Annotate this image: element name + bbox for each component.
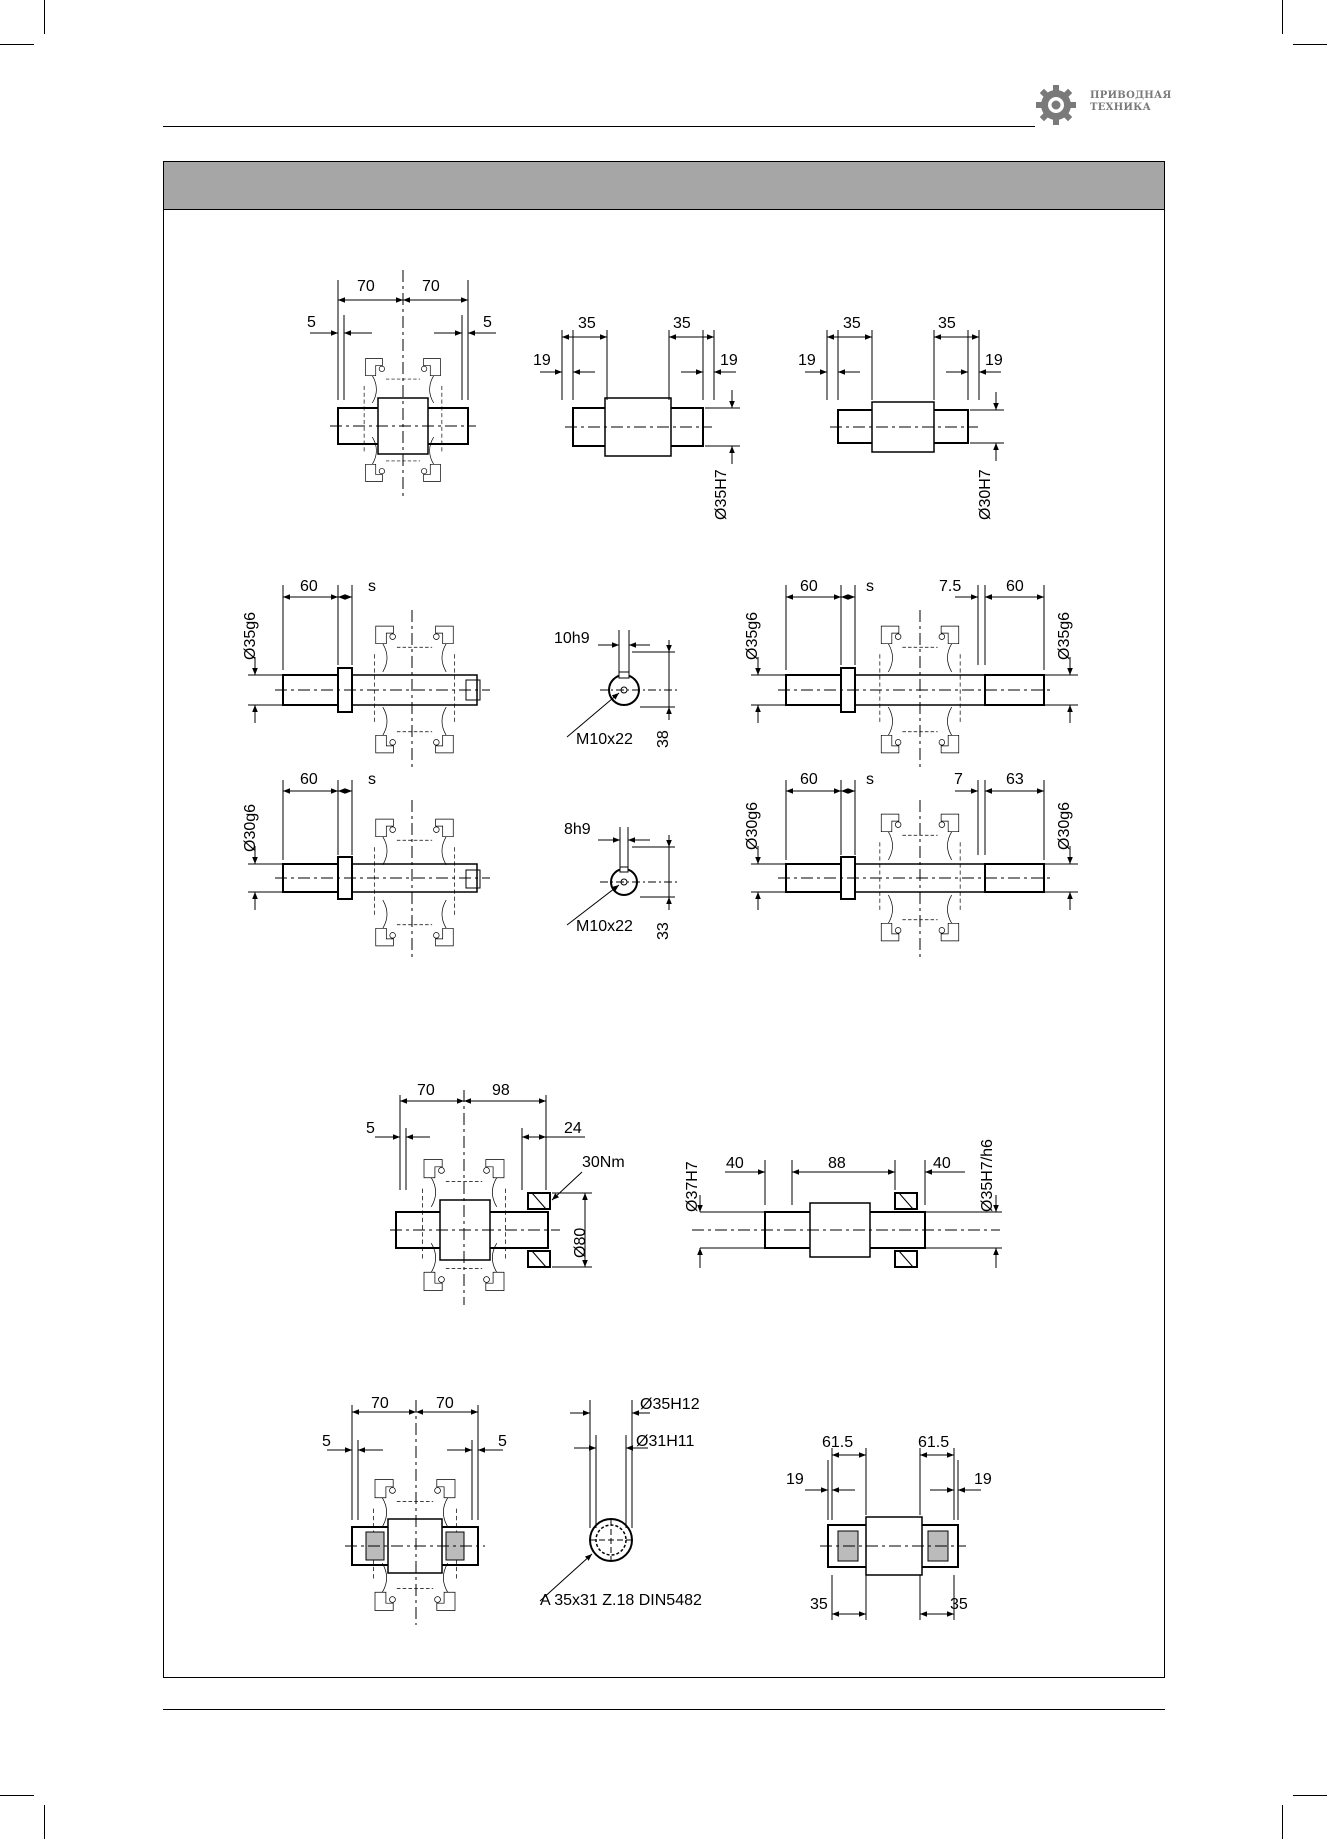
dim-label: 8h9	[564, 821, 591, 838]
crop-mark	[1282, 1805, 1283, 1839]
drawing-spline-section	[539, 1400, 650, 1602]
drawing-spline-shaft-assembly	[327, 1400, 503, 1625]
dim-label: 35	[810, 1596, 828, 1613]
dim-label: 5	[498, 1433, 507, 1450]
drawing-shaft-end-keyway-8	[566, 827, 680, 926]
dim-label: 35	[938, 315, 956, 332]
crop-mark	[0, 44, 34, 45]
dim-label: Ø30g6	[744, 802, 761, 850]
drawing-double-output-shaft-35	[751, 585, 1078, 770]
crop-mark	[1293, 44, 1327, 45]
dim-label: Ø30H7	[977, 469, 994, 520]
dim-label: Ø31H11	[636, 1433, 695, 1450]
dim-label: 63	[1006, 771, 1024, 788]
dim-label: 19	[985, 352, 1003, 369]
dim-label: Ø35g6	[1056, 612, 1073, 660]
drawing-shrink-disc-assembly	[375, 1090, 592, 1305]
dim-label: 19	[533, 352, 551, 369]
dim-label: 60	[1006, 578, 1024, 595]
dimension-labels: 70 70 5 5 35 35 19 19 Ø35H7 35 35 19 19 …	[242, 278, 1073, 1613]
dim-label: 19	[786, 1471, 804, 1488]
dim-label: Ø37H7	[684, 1161, 701, 1212]
drawing-shrink-disc-shaft	[692, 1160, 1002, 1268]
dim-label: 60	[800, 771, 818, 788]
dim-label: Ø30g6	[242, 804, 259, 852]
dim-label: 19	[720, 352, 738, 369]
dim-label: 61.5	[822, 1434, 853, 1451]
crop-mark	[1282, 0, 1283, 34]
dim-label: 5	[322, 1433, 331, 1450]
dim-label: 70	[422, 278, 440, 295]
dim-label: Ø80	[572, 1228, 589, 1258]
dim-label: 35	[673, 315, 691, 332]
dim-label: Ø35H7/h6	[979, 1139, 996, 1212]
dim-label: 19	[798, 352, 816, 369]
dim-label: 40	[933, 1155, 951, 1172]
dim-label: s	[368, 771, 376, 788]
section-header-band	[164, 162, 1164, 210]
drawing-frame	[163, 161, 1165, 1678]
dim-label: 60	[300, 771, 318, 788]
dim-label: 5	[307, 314, 316, 331]
gear-logo-icon	[1036, 85, 1076, 125]
drawing-spline-hollow-shaft	[805, 1448, 981, 1620]
crop-mark	[0, 1795, 34, 1796]
header-rule	[163, 126, 1035, 127]
dim-label: s	[866, 578, 874, 595]
dim-label: 40	[726, 1155, 744, 1172]
crop-mark	[1293, 1795, 1327, 1796]
dim-label: 70	[371, 1395, 389, 1412]
dim-label: 10h9	[554, 630, 590, 647]
dim-label: Ø35H12	[640, 1396, 700, 1413]
drawing-output-shaft-35	[248, 585, 490, 770]
dim-label: 7.5	[939, 578, 961, 595]
dim-label: 24	[564, 1120, 582, 1137]
dim-label: 70	[436, 1395, 454, 1412]
dim-label: s	[866, 771, 874, 788]
brand-line-1: ПРИВОДНАЯ	[1090, 90, 1172, 101]
dim-label: A 35x31 Z.18 DIN5482	[540, 1592, 702, 1609]
drawing-shaft-end-keyway-10	[566, 630, 680, 738]
drawing-output-shaft-30	[248, 780, 490, 960]
drawing-hollow-shaft-30	[805, 330, 1004, 461]
dim-label: 35	[578, 315, 596, 332]
dim-label: 60	[300, 578, 318, 595]
dim-label: 70	[357, 278, 375, 295]
dim-label: 88	[828, 1155, 846, 1172]
brand-line-2: ТЕХНИКА	[1090, 102, 1152, 113]
dim-label: 33	[655, 922, 672, 940]
dim-label: 5	[366, 1120, 375, 1137]
dim-label: Ø35H7	[713, 469, 730, 520]
dim-label: 38	[655, 730, 672, 748]
dim-label: 35	[843, 315, 861, 332]
dim-label: s	[368, 578, 376, 595]
dim-label: 35	[950, 1596, 968, 1613]
dim-label: 98	[492, 1082, 510, 1099]
dim-label: 30Nm	[582, 1154, 625, 1171]
dim-label: 19	[974, 1471, 992, 1488]
drawing-hollow-shaft-assembly	[310, 270, 496, 500]
footer-rule	[163, 1709, 1165, 1710]
drawing-hollow-shaft-35	[540, 330, 740, 464]
dim-label: M10x22	[576, 918, 633, 935]
brand-name: ПРИВОДНАЯ ТЕХНИКА	[1090, 90, 1172, 114]
crop-mark	[44, 1805, 45, 1839]
dim-label: M10x22	[576, 731, 633, 748]
dim-label: 70	[417, 1082, 435, 1099]
crop-mark	[44, 0, 45, 34]
dim-label: 7	[954, 771, 963, 788]
dim-label: Ø30g6	[1056, 802, 1073, 850]
dim-label: Ø35g6	[242, 612, 259, 660]
dim-label: 5	[483, 314, 492, 331]
dim-label: Ø35g6	[744, 612, 761, 660]
drawing-double-output-shaft-30	[751, 780, 1078, 960]
dim-label: 61.5	[918, 1434, 949, 1451]
dim-label: 60	[800, 578, 818, 595]
